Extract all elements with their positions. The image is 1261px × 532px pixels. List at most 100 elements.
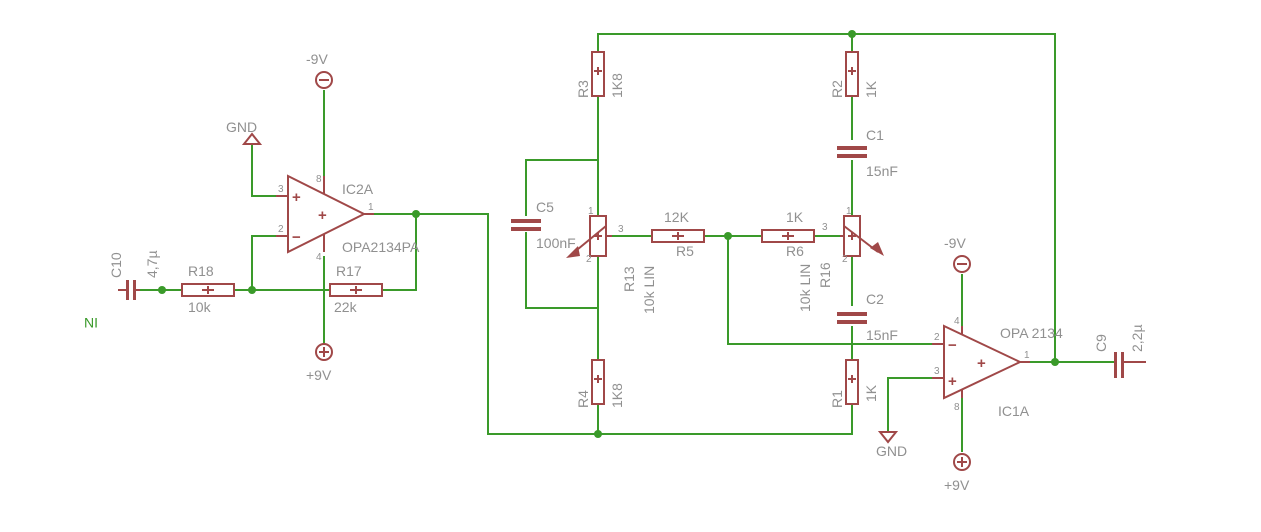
resistor-r18-mark (202, 286, 214, 294)
ic2a-pin2: 2 (278, 224, 284, 235)
resistor-r2: R2 1K (829, 51, 879, 98)
wire-r17-out (382, 214, 417, 291)
resistor-r18: R18 10k (181, 263, 235, 315)
r4-value: 1K8 (609, 383, 625, 408)
supply-pos9-right-circle (953, 453, 971, 471)
opamp-ic1a-pins (932, 326, 1030, 398)
ic2a-pin1: 1 (368, 202, 374, 213)
r13-pin1: 1 (588, 206, 594, 217)
resistor-r1-body (845, 359, 859, 405)
ic2a-minus-mark: − (292, 229, 301, 246)
c1-name: C1 (866, 127, 884, 143)
r16-pin2: 2 (842, 254, 848, 265)
supply-neg9-left-circle (315, 71, 333, 89)
opamp-ic2a-pins (276, 176, 374, 252)
capacitor-c9: C9 2,2µ (1093, 324, 1146, 378)
resistor-r5-body (651, 229, 705, 243)
r13-pin3: 3 (618, 224, 624, 235)
r16-name: R16 (817, 262, 833, 288)
wire-ic2a-out-bottom (364, 213, 853, 435)
wire-top-rail (597, 33, 1056, 362)
gnd-left-label: GND (226, 119, 257, 135)
junction-top-rail (848, 30, 856, 38)
plus-icon (319, 347, 329, 357)
resistor-r6: 1K R6 (761, 209, 815, 259)
r18-value: 10k (188, 299, 212, 315)
ic2a-name: IC2A (342, 181, 374, 197)
potentiometer-r16-arrow (870, 242, 884, 256)
ground-icon (877, 431, 899, 444)
resistor-r17: R17 22k (329, 263, 383, 315)
r1-value: 1K (863, 384, 879, 402)
wire-c5-top (525, 159, 598, 216)
plus-icon (957, 457, 967, 467)
c9-value: 2,2µ (1129, 324, 1145, 352)
r1-name: R1 (829, 390, 845, 408)
opamp-ic1a: − + + 2 3 1 4 8 OPA 2134 IC1A (932, 316, 1063, 419)
resistor-r3: R3 1K8 (575, 51, 625, 98)
resistor-r2-body (845, 51, 859, 97)
resistor-r4-mark (594, 375, 602, 383)
resistor-r17-mark (350, 286, 362, 294)
ic1a-pin8: 8 (954, 402, 960, 413)
r2-value: 1K (863, 80, 879, 98)
r13-name: R13 (621, 266, 637, 292)
capacitor-c2-plate1 (837, 312, 867, 316)
resistor-r6-body (761, 229, 815, 243)
net-label-in: IN (84, 315, 98, 331)
resistor-r4: R4 1K8 (575, 359, 625, 408)
capacitor-c1-plate2 (837, 154, 867, 158)
resistor-r5: 12K R5 (651, 209, 705, 259)
ic2a-center-plus: + (318, 207, 327, 224)
wires (136, 33, 1114, 452)
c1-value: 15nF (866, 163, 898, 179)
r5-name: R5 (676, 243, 694, 259)
ic1a-center-plus: + (977, 355, 986, 372)
ic2a-pin3: 3 (278, 184, 284, 195)
resistor-r1: R1 1K (829, 359, 879, 408)
resistor-r2-mark (848, 67, 856, 75)
c10-name: C10 (108, 252, 124, 278)
r16-value: 10k LIN (797, 264, 813, 312)
supply-neg9-right-label: -9V (944, 235, 966, 251)
gnd-right-label: GND (876, 443, 907, 459)
potentiometer-r16: 1 2 3 R16 10k LIN (797, 206, 884, 312)
r13-value: 10k LIN (641, 266, 657, 314)
resistor-r17-body (329, 283, 383, 297)
ic1a-minus-mark: − (948, 337, 957, 354)
r16-pin1: 1 (846, 206, 852, 217)
junction-c10 (158, 286, 166, 294)
capacitor-c5: C5 100nF (511, 199, 576, 251)
capacitor-c10-plate2 (133, 280, 136, 300)
c5-value: 100nF (536, 235, 576, 251)
junction-mid (724, 232, 732, 240)
capacitor-c1-plate1 (837, 146, 867, 150)
junction-bottom (594, 430, 602, 438)
junction-ic2a-out (412, 210, 420, 218)
capacitor-c5-plate1 (511, 219, 541, 223)
ic2a-value: OPA2134PA (342, 239, 420, 255)
resistor-r18-body (181, 283, 235, 297)
junction-ic1a-out (1051, 358, 1059, 366)
ic1a-value: OPA 2134 (1000, 325, 1063, 341)
wire-ic1a-gnd (887, 377, 944, 432)
wire-ic2a-inv (251, 235, 288, 290)
ic1a-pin3: 3 (934, 366, 940, 377)
r4-name: R4 (575, 390, 591, 408)
opamp-ic2a-triangle (287, 174, 367, 254)
supply-neg9-left-label: -9V (306, 51, 328, 67)
ic2a-pin4: 4 (316, 252, 322, 263)
capacitor-c5-plate2 (511, 227, 541, 231)
capacitor-c1: C1 15nF (837, 127, 898, 179)
opamp-ic2a: + − + 3 2 1 8 4 IC2A OPA2134PA (276, 174, 420, 263)
wire-c5-bottom (525, 232, 598, 309)
r16-pin3: 3 (822, 222, 828, 233)
c2-name: C2 (866, 291, 884, 307)
resistor-r3-mark (594, 67, 602, 75)
capacitor-c2-plate2 (837, 320, 867, 324)
supply-pos9-left-circle (315, 343, 333, 361)
resistor-r6-mark (782, 232, 794, 240)
ic1a-pin4: 4 (954, 316, 960, 327)
ic1a-pin1: 1 (1024, 350, 1030, 361)
